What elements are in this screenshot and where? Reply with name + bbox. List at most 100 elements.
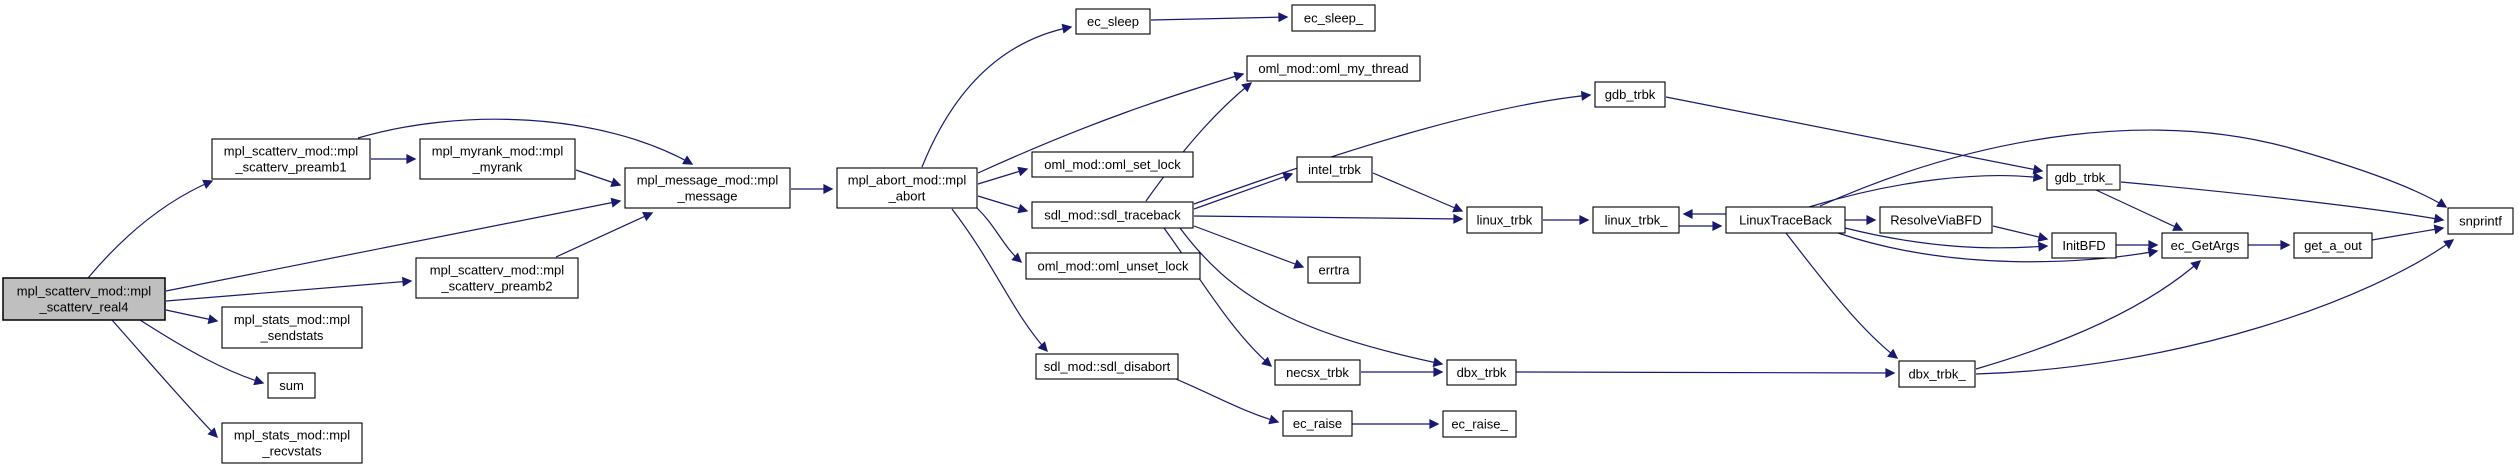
edge-dbx_trbk_-to-snprintf bbox=[1975, 239, 2455, 375]
edge-sdl_traceback-to-linux_trbk bbox=[1193, 213, 1464, 224]
node-InitBFD[interactable]: InitBFD bbox=[2051, 232, 2117, 259]
node-oml_set_lock[interactable]: oml_mod::oml_set_lock bbox=[1031, 151, 1194, 178]
node-box[interactable] bbox=[2046, 164, 2121, 191]
node-ResolveViaBFD[interactable]: ResolveViaBFD bbox=[1879, 206, 1993, 234]
node-box[interactable] bbox=[1446, 359, 1517, 386]
node-label: ec_sleep bbox=[1087, 14, 1139, 29]
node-recvstats[interactable]: mpl_stats_mod::mpl_recvstats bbox=[221, 422, 363, 464]
node-oml_my_thread[interactable]: oml_mod::oml_my_thread bbox=[1246, 55, 1421, 82]
edge-LinuxTraceBack-to-InitBFD bbox=[1844, 227, 2049, 252]
node-ec_raise[interactable]: ec_raise bbox=[1282, 410, 1353, 437]
node-sdl_traceback[interactable]: sdl_mod::sdl_traceback bbox=[1031, 201, 1194, 229]
node-box[interactable] bbox=[1594, 81, 1666, 108]
node-necsx_trbk[interactable]: necsx_trbk bbox=[1274, 359, 1361, 386]
node-abort[interactable]: mpl_abort_mod::mpl_abort bbox=[836, 167, 978, 209]
node-sum[interactable]: sum bbox=[267, 372, 316, 399]
node-errtra[interactable]: errtra bbox=[1307, 256, 1361, 284]
node-label: ec_sleep_ bbox=[1304, 11, 1364, 26]
node-snprintf[interactable]: snprintf bbox=[2447, 207, 2514, 235]
edge-dbx_trbk-to-dbx_trbk_ bbox=[1515, 367, 1896, 378]
node-box[interactable] bbox=[1075, 8, 1151, 35]
edge-ec_sleep-to-ec_sleep_ bbox=[1150, 12, 1289, 23]
node-label: mpl_scatterv_mod::mpl_scatterv_preamb2 bbox=[430, 263, 564, 294]
node-box[interactable] bbox=[1307, 256, 1361, 284]
edge-LinuxTraceBack-to-snprintf bbox=[1819, 129, 2448, 208]
node-box[interactable] bbox=[624, 167, 791, 209]
node-box[interactable] bbox=[1031, 151, 1194, 178]
edge-intel_trbk-to-linux_trbk bbox=[1372, 172, 1464, 213]
edge-gdb_trbk_-to-snprintf bbox=[2120, 181, 2445, 224]
edge-abort-to-oml_unset_lock bbox=[975, 206, 1023, 263]
edge-abort-to-sdl_traceback bbox=[977, 195, 1029, 214]
edge-gdb_trbk_-to-ec_GetArgs bbox=[2095, 189, 2184, 231]
node-box[interactable] bbox=[2161, 232, 2249, 259]
node-ec_raise_[interactable]: ec_raise_ bbox=[1442, 410, 1517, 438]
node-label: oml_mod::oml_my_thread bbox=[1258, 61, 1408, 76]
edge-real4-to-sum bbox=[139, 319, 265, 386]
node-dbx_trbk_[interactable]: dbx_trbk_ bbox=[1898, 360, 1976, 388]
node-label: linux_trbk_ bbox=[1605, 213, 1669, 228]
node-label: linux_trbk bbox=[1477, 213, 1533, 228]
node-preamb2[interactable]: mpl_scatterv_mod::mpl_scatterv_preamb2 bbox=[415, 257, 579, 299]
node-label: dbx_trbk bbox=[1457, 365, 1507, 380]
edge-gdb_trbk-to-gdb_trbk_ bbox=[1665, 96, 2044, 175]
node-box[interactable] bbox=[1282, 410, 1353, 437]
node-box[interactable] bbox=[2447, 207, 2514, 235]
node-box[interactable] bbox=[836, 167, 978, 209]
node-oml_unset_lock[interactable]: oml_mod::oml_unset_lock bbox=[1025, 252, 1201, 280]
edge-abort-to-oml_my_thread bbox=[977, 71, 1245, 174]
node-ec_GetArgs[interactable]: ec_GetArgs bbox=[2161, 232, 2249, 259]
node-label: mpl_message_mod::mpl_message bbox=[637, 173, 779, 204]
node-box[interactable] bbox=[221, 422, 363, 464]
edge-sdl_traceback-to-intel_trbk bbox=[1193, 172, 1294, 210]
node-LinuxTraceBack[interactable]: LinuxTraceBack bbox=[1725, 206, 1846, 234]
edge-LinuxTraceBack-to-gdb_trbk_ bbox=[1808, 171, 2044, 208]
node-box[interactable] bbox=[1442, 410, 1517, 438]
node-box[interactable] bbox=[1592, 206, 1680, 234]
node-label: mpl_abort_mod::mpl_abort bbox=[848, 173, 967, 204]
node-box[interactable] bbox=[2293, 232, 2373, 259]
node-label: ResolveViaBFD bbox=[1890, 213, 1982, 228]
node-label: mpl_myrank_mod::mpl_myrank bbox=[432, 144, 564, 175]
node-linux_trbk[interactable]: linux_trbk bbox=[1466, 206, 1543, 234]
node-myrank[interactable]: mpl_myrank_mod::mpl_myrank bbox=[419, 138, 576, 180]
node-box[interactable] bbox=[415, 257, 579, 299]
node-ec_sleep[interactable]: ec_sleep bbox=[1075, 8, 1151, 35]
node-box[interactable] bbox=[221, 306, 363, 349]
node-box[interactable] bbox=[2051, 232, 2117, 259]
node-dbx_trbk[interactable]: dbx_trbk bbox=[1446, 359, 1517, 386]
node-box[interactable] bbox=[211, 138, 371, 180]
node-preamb1[interactable]: mpl_scatterv_mod::mpl_scatterv_preamb1 bbox=[211, 138, 371, 180]
node-box[interactable] bbox=[267, 372, 316, 399]
node-gdb_trbk[interactable]: gdb_trbk bbox=[1594, 81, 1666, 108]
node-box[interactable] bbox=[2, 277, 166, 321]
node-label: oml_mod::oml_set_lock bbox=[1044, 157, 1181, 172]
node-sendstats[interactable]: mpl_stats_mod::mpl_sendstats bbox=[221, 306, 363, 349]
node-box[interactable] bbox=[1898, 360, 1976, 388]
node-box[interactable] bbox=[1246, 55, 1421, 82]
node-box[interactable] bbox=[1031, 201, 1194, 229]
node-intel_trbk[interactable]: intel_trbk bbox=[1296, 156, 1373, 183]
node-message[interactable]: mpl_message_mod::mpl_message bbox=[624, 167, 791, 209]
node-label: intel_trbk bbox=[1308, 162, 1361, 177]
node-label: dbx_trbk_ bbox=[1908, 367, 1966, 382]
node-sdl_disabort[interactable]: sdl_mod::sdl_disabort bbox=[1035, 353, 1179, 380]
node-box[interactable] bbox=[1025, 252, 1201, 280]
node-linux_trbk_[interactable]: linux_trbk_ bbox=[1592, 206, 1680, 234]
node-get_a_out[interactable]: get_a_out bbox=[2293, 232, 2373, 259]
node-box[interactable] bbox=[1879, 206, 1993, 234]
node-box[interactable] bbox=[1725, 206, 1846, 234]
node-box[interactable] bbox=[1035, 353, 1179, 380]
node-ec_sleep_[interactable]: ec_sleep_ bbox=[1291, 4, 1376, 32]
node-box[interactable] bbox=[1291, 4, 1376, 32]
edge-sdl_traceback-to-necsx_trbk bbox=[1163, 227, 1273, 367]
node-real4[interactable]: mpl_scatterv_mod::mpl_scatterv_real4 bbox=[2, 277, 166, 321]
node-box[interactable] bbox=[419, 138, 576, 180]
node-box[interactable] bbox=[1274, 359, 1361, 386]
edge-real4-to-message bbox=[165, 197, 622, 292]
node-box[interactable] bbox=[1466, 206, 1543, 234]
node-box[interactable] bbox=[1296, 156, 1373, 183]
edge-sdl_disabort-to-ec_raise bbox=[1175, 378, 1280, 425]
node-gdb_trbk_[interactable]: gdb_trbk_ bbox=[2046, 164, 2121, 191]
